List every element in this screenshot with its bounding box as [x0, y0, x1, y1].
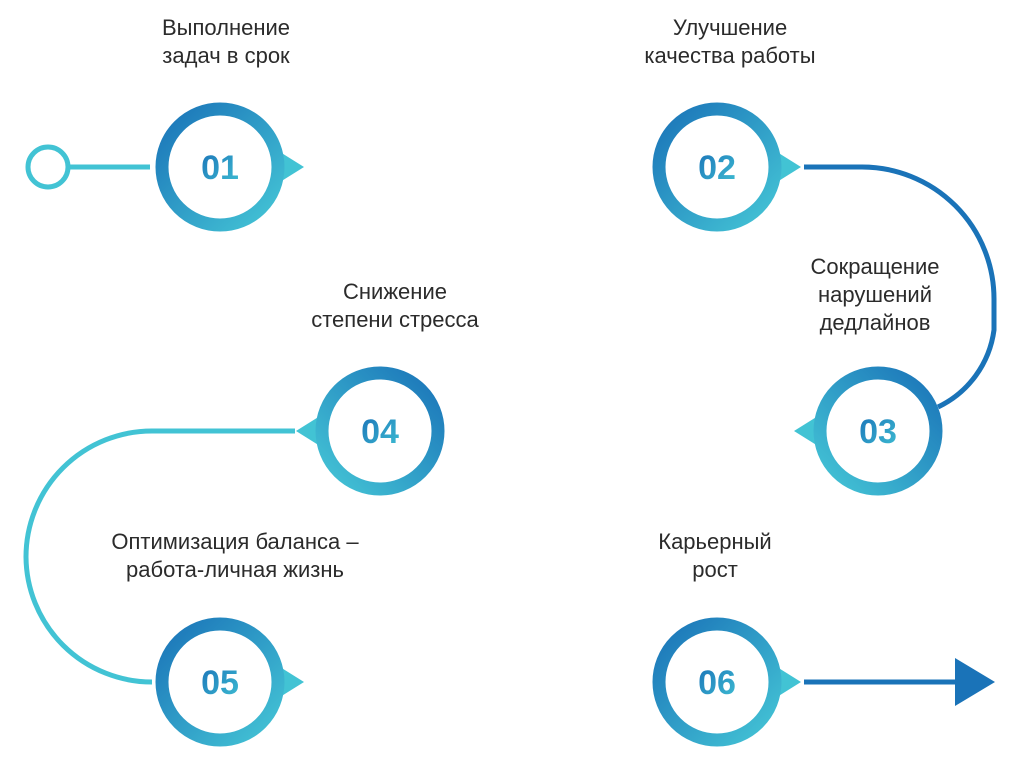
step-label-line: степени стресса	[311, 307, 479, 332]
step-pointer-icon	[280, 667, 304, 697]
start-ring	[25, 144, 71, 190]
step-ring	[155, 102, 285, 232]
path-curve-02-03	[804, 164, 997, 410]
step-pointer-icon	[280, 152, 304, 182]
step-number: 04	[361, 413, 399, 451]
step-ring	[315, 366, 445, 496]
step-label-line: Карьерный	[658, 529, 772, 554]
step-number: 01	[201, 149, 239, 187]
step-number: 03	[859, 413, 897, 451]
step-label-03: Сокращение нарушений дедлайнов	[780, 253, 970, 337]
step-label-line: работа-личная жизнь	[126, 557, 344, 582]
end-arrow-icon	[955, 658, 995, 706]
step-ring	[155, 617, 285, 747]
step-label-line: Выполнение	[161, 15, 291, 40]
step-ring	[652, 617, 782, 747]
step-nodes: 01 02 03 04 05 06	[155, 102, 943, 747]
step-label-line: Сокращение	[810, 254, 940, 279]
path-curve-04-05	[23, 428, 295, 685]
step-label-05: Оптимизация баланса – работа-личная жизн…	[80, 528, 390, 584]
step-pointer-icon	[777, 667, 801, 697]
step-label-line: нарушений	[818, 282, 932, 307]
step-ring	[813, 366, 943, 496]
step-label-line: Улучшение	[672, 15, 788, 40]
step-label-06: Карьерный рост	[620, 528, 810, 584]
step-pointer-icon	[777, 152, 801, 182]
step-label-line: задач в срок	[162, 43, 290, 68]
step-node-03: 03	[794, 366, 943, 496]
step-pointer-icon	[794, 416, 818, 446]
step-ring	[652, 102, 782, 232]
path-lines	[23, 164, 997, 685]
step-label-01: Выполнение задач в срок	[100, 14, 352, 70]
step-label-line: Снижение	[343, 279, 447, 304]
step-node-06: 06	[652, 617, 801, 747]
step-label-02: Улучшение качества работы	[600, 14, 860, 70]
step-label-04: Снижение степени стресса	[265, 278, 525, 334]
step-number: 06	[698, 664, 736, 702]
step-number: 02	[698, 149, 736, 187]
step-node-05: 05	[155, 617, 304, 747]
step-node-01: 01	[155, 102, 304, 232]
step-node-02: 02	[652, 102, 801, 232]
step-label-line: рост	[692, 557, 738, 582]
step-number: 05	[201, 664, 239, 702]
step-label-line: Оптимизация баланса –	[111, 529, 359, 554]
step-node-04: 04	[296, 366, 445, 496]
step-label-line: качества работы	[644, 43, 816, 68]
step-pointer-icon	[296, 416, 320, 446]
step-label-line: дедлайнов	[819, 310, 931, 335]
